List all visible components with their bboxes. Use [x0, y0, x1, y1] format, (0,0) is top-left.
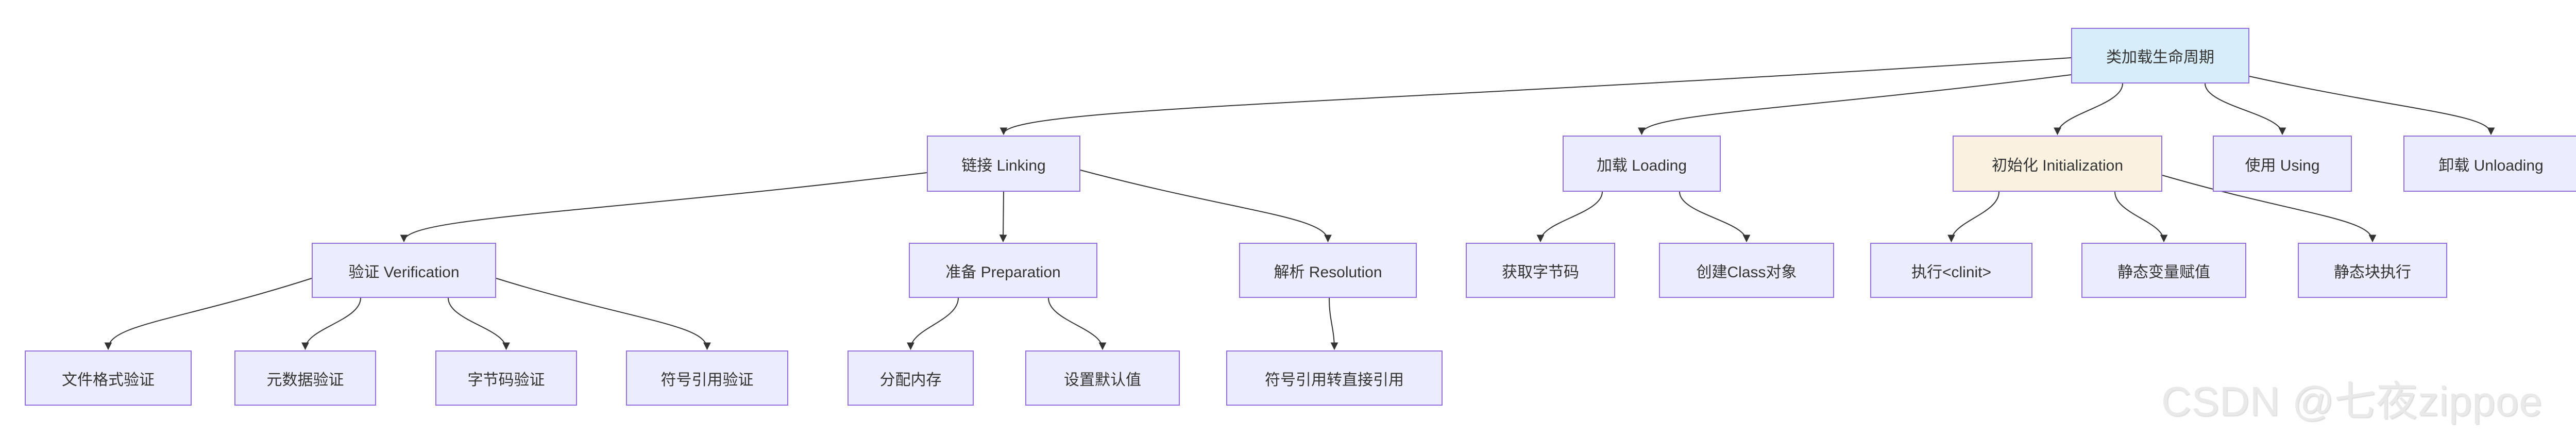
edge-linking-to-verification: [400, 172, 927, 243]
flowchart-node-resolution: 解析 Resolution: [1239, 243, 1417, 298]
flowchart-node-alloc-mem: 分配内存: [848, 350, 974, 406]
edge-verification-to-bytecode: [448, 297, 510, 350]
node-label: 获取字节码: [1502, 263, 1579, 281]
flowchart-node-linking: 链接 Linking: [927, 136, 1080, 192]
node-label: 解析 Resolution: [1274, 263, 1382, 281]
edge-lifecycle-to-linking: [999, 57, 2072, 136]
edge-linking-to-resolution: [1080, 170, 1332, 243]
flowchart-node-using: 使用 Using: [2213, 136, 2352, 192]
edge-lifecycle-to-using: [2205, 83, 2286, 136]
flowchart-node-static-assign: 静态变量赋值: [2081, 243, 2246, 298]
node-label: 静态块执行: [2334, 263, 2411, 281]
node-label: 类加载生命周期: [2106, 49, 2214, 66]
flowchart-node-set-defaults: 设置默认值: [1025, 350, 1180, 406]
edge-lifecycle-to-unloading: [2249, 76, 2495, 136]
edge-lifecycle-to-initialization: [2054, 83, 2123, 136]
node-label: 链接 Linking: [961, 157, 1046, 174]
node-label: 文件格式验证: [62, 371, 155, 389]
flowchart-node-initialization: 初始化 Initialization: [1953, 136, 2162, 192]
flowchart-node-lifecycle: 类加载生命周期: [2071, 28, 2249, 83]
node-label: 加载 Loading: [1596, 157, 1687, 174]
flowchart-node-loading: 加载 Loading: [1563, 136, 1721, 192]
flowchart-node-bytecode: 字节码验证: [435, 350, 577, 406]
node-label: 使用 Using: [2245, 157, 2320, 174]
edge-linking-to-preparation: [999, 191, 1007, 243]
edge-resolution-to-symbol-direct: [1329, 297, 1338, 350]
edge-lifecycle-to-loading: [1638, 74, 2072, 136]
node-label: 分配内存: [879, 371, 942, 389]
node-label: 创建Class对象: [1696, 263, 1797, 281]
node-label: 符号引用转直接引用: [1265, 371, 1404, 389]
flowchart-node-metadata: 元数据验证: [234, 350, 376, 406]
flowchart-node-verification: 验证 Verification: [312, 243, 496, 298]
edge-initialization-to-exec-clinit: [1947, 191, 1999, 243]
node-label: 初始化 Initialization: [1991, 157, 2124, 174]
flowchart-node-unloading: 卸载 Unloading: [2403, 136, 2576, 192]
node-label: 符号引用验证: [660, 371, 754, 389]
node-label: 字节码验证: [467, 371, 545, 389]
flowchart-node-static-block: 静态块执行: [2298, 243, 2447, 298]
edge-verification-to-file-format: [104, 278, 312, 350]
csdn-watermark: CSDN @七夜zippoe: [2161, 378, 2543, 424]
edge-verification-to-metadata: [301, 297, 361, 350]
flowchart-node-symbol-direct: 符号引用转直接引用: [1226, 350, 1443, 406]
edge-verification-to-symbol-verify: [496, 278, 711, 350]
node-label: 设置默认值: [1064, 371, 1141, 389]
edge-loading-to-fetch-bytecode: [1536, 191, 1603, 243]
flowchart-node-preparation: 准备 Preparation: [909, 243, 1097, 298]
node-label: 静态变量赋值: [2117, 263, 2210, 281]
edge-preparation-to-set-defaults: [1048, 297, 1107, 350]
flowchart-node-fetch-bytecode: 获取字节码: [1466, 243, 1615, 298]
flowchart-node-symbol-verify: 符号引用验证: [626, 350, 788, 406]
flowchart-node-file-format: 文件格式验证: [25, 350, 192, 406]
node-label: 元数据验证: [266, 371, 344, 389]
node-label: 卸载 Unloading: [2438, 157, 2544, 174]
edge-loading-to-create-class: [1679, 191, 1751, 243]
node-label: 准备 Preparation: [945, 263, 1061, 281]
edge-preparation-to-alloc-mem: [907, 297, 959, 350]
flowchart-node-exec-clinit: 执行<clinit>: [1870, 243, 2032, 298]
edge-initialization-to-static-assign: [2114, 191, 2168, 243]
node-label: 验证 Verification: [348, 263, 460, 281]
flowchart-node-create-class: 创建Class对象: [1659, 243, 1834, 298]
node-label: 执行<clinit>: [1911, 263, 1992, 281]
